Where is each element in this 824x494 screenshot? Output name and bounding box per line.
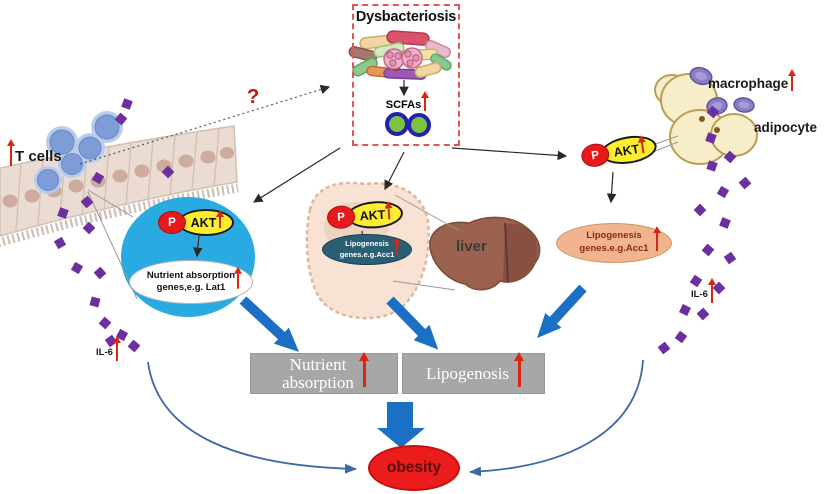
nutrient-absorption-box: Nutrient absorption [250,351,398,394]
akt-up-arrow-icon [641,142,645,154]
adipose-genes-line1: Lipogenesis [586,230,642,242]
adipocyte-label: adipocyte [754,120,818,135]
adipocyte-cluster [654,73,758,165]
liver-illustration [429,216,541,291]
t-cell-cluster [34,111,123,194]
blue-block-arrow-down [377,402,425,448]
p-badge: P [326,204,356,230]
up-arrow-icon [358,351,369,387]
liver-genes-line1: Lipogenesis [345,239,389,249]
dysbacteriosis-title: Dysbacteriosis [355,9,457,25]
macrophage-label-row: macrophage [708,69,797,91]
scfas-up-arrow-icon [421,91,430,111]
lipogenosis-text: Lipogenosis [425,363,510,383]
macrophage-cells [689,66,755,115]
gut-p-akt-unit: P AKT [158,209,234,236]
obesity-ellipse: obesity [368,445,460,491]
up-arrow-icon [234,266,242,289]
nutrient-absorption-text: Nutrient absorption [282,354,354,392]
il6-label-right-row: IL-6 [691,278,716,303]
macrophage-up-arrow-icon [788,69,797,91]
scfas-label-row: SCFAs [352,91,460,111]
intestinal-epithelium [0,125,239,248]
t-cells-label-row: T cells [7,139,62,166]
akt-badge: AKT [178,209,234,236]
up-arrow-icon [653,226,661,252]
gut-genes-line1: Nutrient absorption [146,269,236,281]
il6-up-arrow-icon [112,336,121,361]
p-badge: P [158,211,186,234]
akt-label: AKT [359,207,386,223]
akt-up-arrow-icon [216,210,225,228]
lipogenosis-box: Lipogenosis [402,351,545,394]
akt-up-arrow-icon [387,208,391,220]
liver-genes-line2: genes.e.g.Acc1 [339,249,395,259]
adipose-genes-oval: Lipogenesis genes.e.g.Acc1 [556,223,672,263]
nutrient-line1: Nutrient [289,354,347,374]
up-arrow-icon [393,237,401,254]
dotted-question-arrow [79,84,331,165]
dysbacteriosis-box [352,4,460,146]
obesity-label: obesity [386,459,442,476]
adipose-genes-line2: genes.e.g.Acc1 [579,243,649,254]
il6-label-left-row: IL-6 [96,336,121,361]
curved-arrows-to-obesity [147,359,644,477]
blue-flow-arrows [239,284,587,352]
liver-label: liver [456,238,487,255]
macrophage-label: macrophage [708,76,789,91]
up-arrow-icon [514,351,525,387]
gut-genes-line2: genes,e.g. Lat1 [156,282,226,293]
liver-genes-oval: Lipogenesis genes.e.g.Acc1 [322,234,412,265]
il6-up-arrow-icon [707,278,716,303]
question-mark: ? [247,86,260,108]
t-cells-up-arrow-icon [7,139,15,166]
akt-label: AKT [190,215,217,230]
black-arrows [193,80,617,258]
liver-p-akt-unit: P AKT [326,199,404,231]
scfa-molecules [385,112,431,137]
t-cells-label: T cells [15,147,62,165]
nutrient-line2: absorption [282,372,354,392]
il6-label-right: IL-6 [691,288,708,300]
scfas-label: SCFAs [385,98,422,111]
il6-label-left: IL-6 [96,346,113,358]
bacteria-cluster [348,30,452,80]
akt-label: AKT [612,141,641,160]
gut-genes-oval: Nutrient absorption genes,e.g. Lat1 [129,260,253,304]
